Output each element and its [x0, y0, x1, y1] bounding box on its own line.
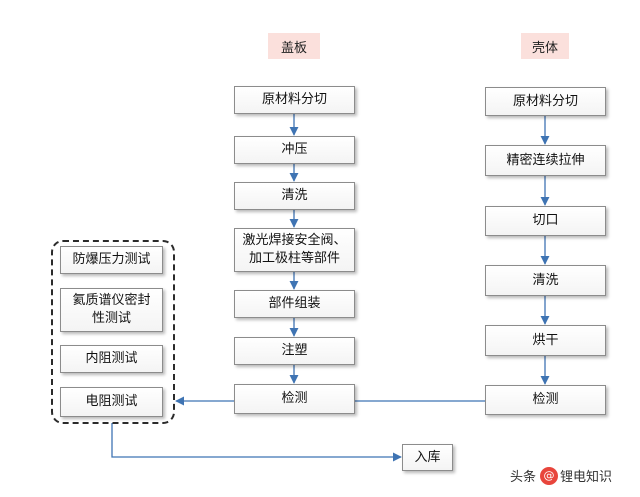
shell-step-6: 检测: [485, 385, 606, 415]
shell-step-2: 精密连续拉伸: [485, 145, 606, 176]
shell-step-3: 切口: [485, 206, 606, 236]
watermark: 头条 @ 锂电知识: [510, 466, 612, 485]
test-item-3: 内阻测试: [60, 345, 163, 373]
storage-box: 入库: [402, 444, 453, 471]
header-cover: 盖板: [268, 33, 320, 59]
cover-step-6: 注塑: [234, 337, 355, 365]
cover-step-1: 原材料分切: [234, 86, 355, 114]
test-item-2: 氦质谱仪密封 性测试: [60, 288, 163, 332]
cover-step-4: 激光焊接安全阀、 加工极柱等部件: [234, 228, 355, 272]
header-shell: 壳体: [521, 33, 569, 59]
shell-step-5: 烘干: [485, 325, 606, 356]
watermark-name: 锂电知识: [560, 470, 613, 485]
cover-step-5: 部件组装: [234, 290, 355, 318]
shell-step-1: 原材料分切: [485, 87, 606, 116]
arrow-to-storage: [111, 423, 402, 462]
watermark-logo-icon: @: [540, 466, 559, 485]
cover-step-7: 检测: [234, 384, 355, 414]
test-item-1: 防爆压力测试: [60, 246, 163, 274]
watermark-prefix: 头条: [510, 470, 537, 485]
tests-group: [51, 240, 175, 424]
test-item-4: 电阻测试: [60, 387, 163, 417]
cover-step-3: 清洗: [234, 182, 355, 210]
cover-step-2: 冲压: [234, 136, 355, 164]
shell-step-4: 清洗: [485, 265, 606, 296]
